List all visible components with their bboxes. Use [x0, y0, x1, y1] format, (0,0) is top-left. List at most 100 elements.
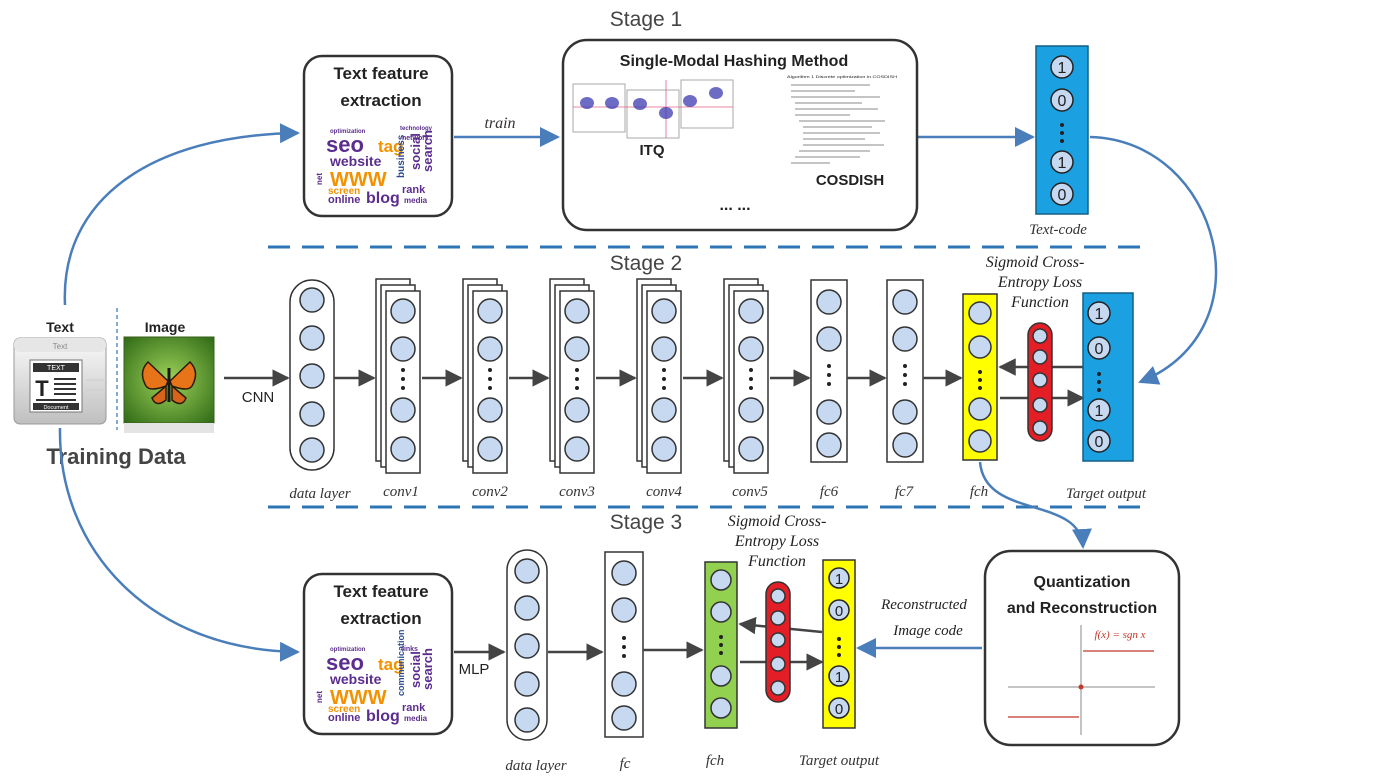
- svg-text:search: search: [420, 648, 435, 690]
- stage2-loss-node: [1027, 322, 1053, 442]
- svg-text:search: search: [420, 130, 435, 172]
- target-bit: 1: [1087, 398, 1111, 422]
- stage3-target-label: Target output: [799, 753, 880, 769]
- text-code-vector: 1 0 1 0: [1035, 45, 1089, 215]
- training-image-label: Image: [145, 319, 186, 335]
- training-data: Text Image Text TEXT T Document: [13, 308, 215, 469]
- document-icon: Text TEXT T Document: [13, 337, 107, 425]
- itq-label: ITQ: [640, 142, 665, 159]
- svg-text:blog: blog: [366, 708, 400, 725]
- cnn-fc6: [810, 279, 848, 463]
- stage2-target-label: Target output: [1066, 486, 1147, 502]
- svg-text:screen: screen: [328, 186, 360, 197]
- sign-formula: f(x) = sgn x: [1094, 629, 1145, 641]
- svg-text:Function: Function: [1010, 294, 1069, 311]
- text-feature-title-2: extraction: [340, 609, 421, 628]
- svg-text:optimization: optimization: [330, 647, 366, 653]
- svg-text:Sigmoid Cross-: Sigmoid Cross-: [986, 254, 1085, 271]
- svg-text:Image code: Image code: [892, 623, 963, 639]
- svg-text:Function: Function: [747, 553, 806, 570]
- svg-text:net: net: [315, 691, 324, 703]
- label-s3-data-layer: data layer: [505, 758, 566, 774]
- conv-layer-3: [549, 278, 595, 474]
- svg-text:website: website: [329, 671, 382, 687]
- mlp-fc: [604, 551, 644, 738]
- cnn-fc7: [886, 279, 924, 463]
- conv-layer-5: [723, 278, 769, 474]
- more-methods-ellipsis: ... ...: [719, 197, 750, 214]
- svg-text:seo: seo: [326, 650, 364, 675]
- svg-text:tag: tag: [378, 137, 404, 156]
- stage3-loss-label: Sigmoid Cross- Entropy Loss Function: [728, 513, 827, 570]
- svg-text:1: 1: [1095, 306, 1104, 323]
- svg-text:1: 1: [1058, 155, 1067, 172]
- svg-text:media: media: [404, 714, 428, 723]
- text-code-bit: 0: [1050, 88, 1074, 112]
- svg-text:network: network: [402, 135, 429, 142]
- target-bit: 1: [828, 665, 850, 687]
- word-cloud: seo tag website WWW blog social search b…: [315, 126, 435, 207]
- label-conv3: conv3: [559, 484, 595, 500]
- svg-text:WWW: WWW: [330, 169, 387, 191]
- svg-text:0: 0: [835, 603, 843, 620]
- quantization-box: Quantization and Reconstruction f(x) = s…: [983, 549, 1181, 747]
- cosdish-label: COSDISH: [816, 172, 884, 189]
- svg-text:website: website: [329, 153, 382, 169]
- text-code-bit: 1: [1050, 150, 1074, 174]
- mlp-data-layer: [506, 549, 548, 741]
- svg-text:screen: screen: [328, 704, 360, 715]
- stage2-loss-label: Sigmoid Cross- Entropy Loss Function: [986, 254, 1085, 311]
- itq-scatter-plots: [572, 79, 734, 139]
- svg-text:0: 0: [1095, 341, 1104, 358]
- label-data-layer: data layer: [289, 486, 350, 502]
- label-s3-fc: fc: [620, 756, 631, 772]
- text-feature-title-1: Text feature: [333, 582, 428, 601]
- svg-text:social: social: [408, 133, 423, 170]
- svg-text:tag: tag: [378, 655, 404, 674]
- document-header-text: Text: [53, 342, 68, 351]
- svg-text:1: 1: [1058, 60, 1067, 77]
- mlp-fch: [704, 561, 738, 729]
- stage2-layer-labels: data layer conv1 conv2 conv3 conv4 conv5…: [289, 484, 988, 502]
- svg-text:online: online: [328, 194, 360, 206]
- conv-layer-4: [636, 278, 682, 474]
- text-feature-box-stage1: Text feature extraction seo tag website …: [302, 54, 454, 218]
- stage1-title: Stage 1: [610, 8, 682, 31]
- arrow-training-to-text-feature-1: [63, 123, 300, 306]
- svg-text:1: 1: [1095, 403, 1104, 420]
- sign-function-plot: f(x) = sgn x: [1008, 625, 1155, 735]
- hashing-method-box: Single-Modal Hashing Method ITQ Algorith…: [561, 38, 919, 232]
- arrow-training-to-text-feature-3: [58, 427, 300, 662]
- document-badge: TEXT: [47, 365, 66, 372]
- cosdish-algorithm-snippet: Algorithm 1 Discrete optimization in COS…: [787, 74, 897, 164]
- svg-text:blog: blog: [366, 190, 400, 207]
- svg-text:rank: rank: [402, 184, 426, 196]
- stage3-title: Stage 3: [610, 511, 682, 534]
- svg-text:Algorithm 1 Discrete optimizat: Algorithm 1 Discrete optimization in COS…: [787, 74, 897, 79]
- target-bit: 1: [1087, 301, 1111, 325]
- svg-text:0: 0: [1095, 434, 1104, 451]
- svg-text:seo: seo: [326, 132, 364, 157]
- training-data-caption: Training Data: [46, 444, 186, 469]
- svg-text:1: 1: [835, 571, 843, 588]
- text-feature-title-2: extraction: [340, 91, 421, 110]
- text-code-bit: 0: [1050, 182, 1074, 206]
- stage3-target-output: 1 0 1 0: [822, 559, 856, 729]
- conv-layer-1: [375, 278, 421, 474]
- train-label: train: [484, 115, 515, 132]
- cnn-label: CNN: [242, 389, 275, 406]
- text-code-bit: 1: [1050, 55, 1074, 79]
- butterfly-image: [123, 336, 215, 433]
- svg-text:0: 0: [1058, 93, 1067, 110]
- svg-text:0: 0: [1058, 187, 1067, 204]
- conv-layer-2: [462, 278, 508, 474]
- svg-text:0: 0: [835, 701, 843, 718]
- arrow-fch-to-quantization: [978, 461, 1092, 549]
- mlp-label: MLP: [459, 661, 490, 678]
- svg-text:business: business: [396, 134, 407, 178]
- svg-text:optimization: optimization: [330, 129, 366, 135]
- text-code-label: Text-code: [1029, 222, 1087, 238]
- svg-text:social: social: [408, 651, 423, 688]
- svg-text:rank: rank: [402, 702, 426, 714]
- cnn-data-layer: [289, 279, 335, 471]
